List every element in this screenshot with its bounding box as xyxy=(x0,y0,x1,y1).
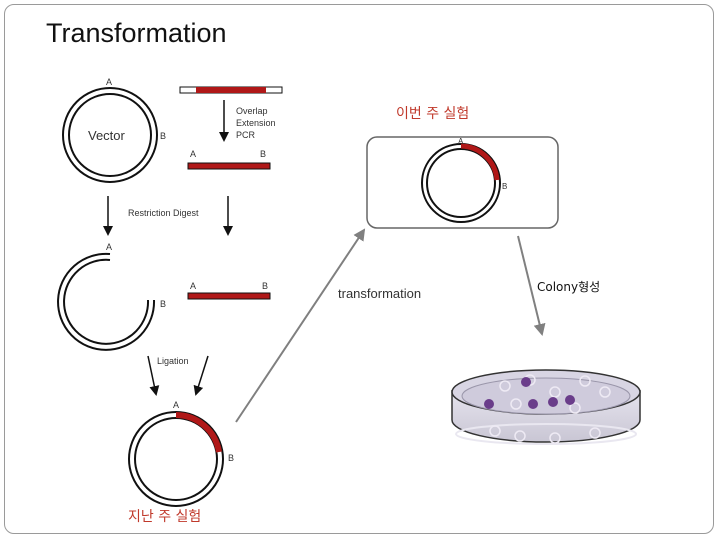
insert-fragment xyxy=(187,162,271,170)
colony xyxy=(548,397,558,407)
ligation-step-label: Ligation xyxy=(157,356,189,366)
slide-frame xyxy=(4,4,714,534)
colony xyxy=(484,399,494,409)
box-site-b-label: B xyxy=(502,182,507,191)
box-site-a-label: A xyxy=(458,137,464,146)
host-cell-box xyxy=(366,136,559,229)
colony xyxy=(521,377,531,387)
last-week-label: 지난 주 실험 xyxy=(128,509,201,525)
this-week-label: 이번 주 실험 xyxy=(396,106,469,122)
restriction-step-label: Restriction Digest xyxy=(128,208,199,218)
digested-vector xyxy=(57,252,156,351)
colony-arrow xyxy=(517,235,546,336)
recombinant-site-b-label: B xyxy=(228,453,234,463)
colony xyxy=(528,399,538,409)
digested-insert xyxy=(187,292,271,300)
colony-label: Colony형성 xyxy=(537,280,600,294)
pcr-template-fragment xyxy=(179,86,283,94)
colony xyxy=(565,395,575,405)
vector-plasmid xyxy=(62,87,158,183)
digested-site-b-label: B xyxy=(160,299,166,309)
vector-site-a-label: A xyxy=(106,77,112,87)
vector-site-b-label: B xyxy=(160,131,166,141)
insert1-site-a-label: A xyxy=(190,149,196,159)
ligation-arrow-right xyxy=(193,355,209,396)
transformation-label: transformation xyxy=(338,286,421,301)
recombinant-plasmid xyxy=(128,411,224,507)
ligation-arrow-left xyxy=(147,355,160,396)
transformation-arrow xyxy=(235,228,366,423)
insert2-site-b-label: B xyxy=(262,281,268,291)
vector-label: Vector xyxy=(88,128,126,143)
insert1-site-b-label: B xyxy=(260,149,266,159)
slide-title: Transformation xyxy=(46,18,227,48)
overlap-step-line2: Extension xyxy=(236,118,276,128)
recombinant-site-a-label: A xyxy=(173,400,179,410)
digested-site-a-label: A xyxy=(106,242,112,252)
overlap-step-line1: Overlap xyxy=(236,106,268,116)
overlap-step-line3: PCR xyxy=(236,130,256,140)
box-plasmid xyxy=(421,143,501,223)
insert2-site-a-label: A xyxy=(190,281,196,291)
petri-dish xyxy=(451,369,641,445)
